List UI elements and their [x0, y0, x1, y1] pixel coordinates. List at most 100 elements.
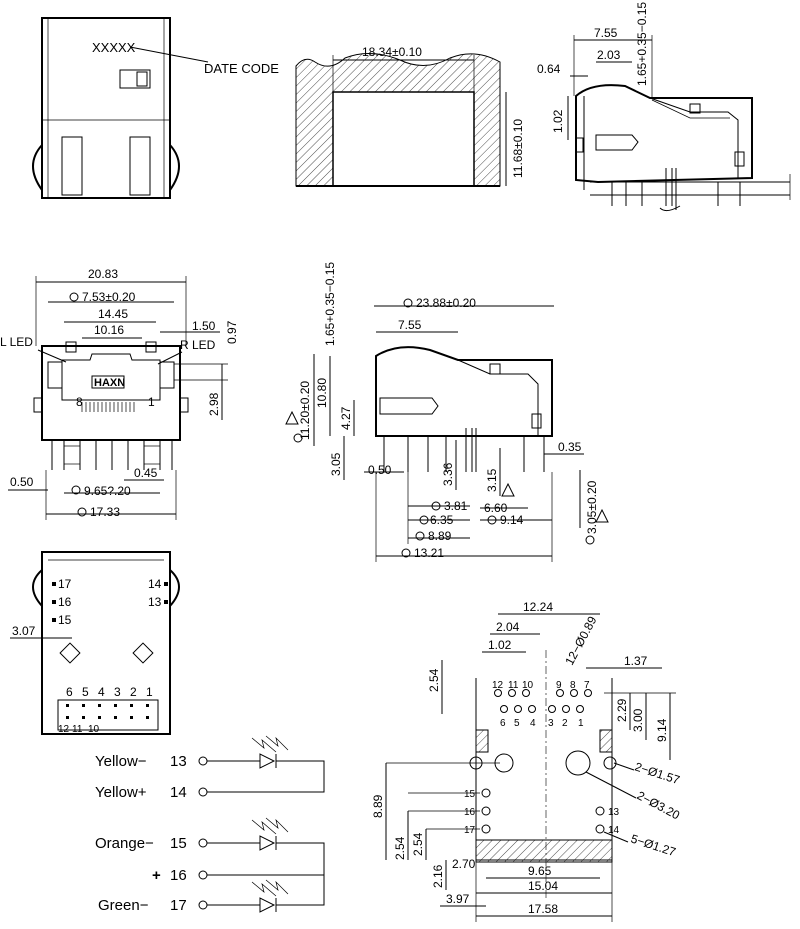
dim-6-60: 6.60: [484, 501, 508, 515]
dim-0-97: 0.97: [225, 320, 239, 344]
bv-pin-1: 1: [146, 685, 153, 699]
dim-8-89-side: 8.89: [428, 529, 452, 543]
dim-0-45: 0.45: [134, 466, 158, 480]
pcb-led-15: 15: [464, 789, 476, 800]
circuit-label-plus: +: [152, 867, 161, 884]
dim-7-53: 7.53±0.20: [82, 290, 136, 304]
pcb-pin-12: 12: [492, 680, 504, 691]
bv-led-13: 13: [148, 595, 162, 609]
pcb-dim-2-54a: 2.54: [393, 836, 407, 860]
bv-pin-10: 10: [88, 724, 100, 735]
pcb-dim-2-29: 2.29: [615, 698, 629, 722]
bv-dim-3-07: 3.07: [12, 624, 36, 638]
circuit-num-13: 13: [170, 753, 187, 770]
pcb-dim-3-97: 3.97: [446, 892, 470, 906]
pcb-dim-15-04: 15.04: [528, 879, 558, 893]
pcb-pin-1: 1: [578, 718, 584, 729]
pcb-dim-2-157: 2−Ø1.57: [633, 760, 682, 788]
pin-1-label: 1: [148, 395, 155, 409]
bv-led-16: 16: [58, 595, 72, 609]
dim-2-98: 2.98: [207, 392, 221, 416]
dim-20-83: 20.83: [88, 267, 118, 281]
pcb-pin-10: 10: [522, 680, 534, 691]
dim-9-65-front: 9.65?.20: [84, 484, 131, 498]
pcb-led-13: 13: [608, 807, 620, 818]
dim-11-20: 11.20±0.20: [298, 381, 312, 440]
circuit-label-green-minus: Green−: [98, 897, 149, 914]
l-led-label: L LED: [0, 335, 33, 349]
pcb-pin-4: 4: [530, 718, 536, 729]
marking-text: XXXXX: [92, 40, 136, 55]
pin-8-label: 8: [76, 395, 83, 409]
bv-pin-6: 6: [66, 685, 73, 699]
bv-pin-3: 3: [114, 685, 121, 699]
dim-0-64: 0.64: [537, 62, 561, 76]
pcb-pin-2: 2: [562, 718, 568, 729]
front-view: XXXXX DATE CODE: [32, 17, 279, 199]
date-code-label: DATE CODE: [204, 61, 279, 76]
dim-1-50: 1.50: [192, 319, 216, 333]
bv-pin-12: 12: [58, 724, 70, 735]
bv-led-17: 17: [58, 577, 72, 591]
dim-14-45: 14.45: [98, 307, 128, 321]
pcb-dim-12-24: 12.24: [523, 600, 553, 614]
dim-1-02: 1.02: [551, 109, 565, 133]
dim-0-50-front: 0.50: [10, 475, 34, 489]
pcb-dim-8-89: 8.89: [371, 794, 385, 818]
pcb-dim-2-320: 2−Ø3.20: [635, 788, 683, 822]
bv-pin-4: 4: [98, 685, 105, 699]
dim-3-05-right: 3.05±0.20: [585, 480, 599, 534]
bv-pin-2: 2: [130, 685, 137, 699]
dim-1-65-top: 1.65+0.35−0.15: [635, 2, 649, 86]
cutout-width-dim: 18.34±0.10: [362, 45, 422, 59]
dim-3-15: 3.15: [485, 468, 499, 492]
pcb-pin-9: 9: [556, 680, 562, 691]
dim-10-16: 10.16: [94, 323, 124, 337]
dim-2-03: 2.03: [597, 48, 621, 62]
circuit-label-yellow-minus: Yellow−: [95, 753, 147, 770]
pcb-dim-17-58: 17.58: [528, 902, 558, 916]
dim-23-88: 23.88±0.20: [416, 296, 476, 310]
circuit-label-orange-minus: Orange−: [95, 835, 154, 852]
dim-13-21: 13.21: [414, 546, 444, 560]
pcb-dim-2-54-top: 2.54: [427, 668, 441, 692]
pcb-dim-9-14: 9.14: [655, 718, 669, 742]
pcb-led-14: 14: [608, 825, 620, 836]
pcb-dim-2-16: 2.16: [431, 864, 445, 888]
circuit-num-14: 14: [170, 784, 187, 801]
panel-cutout-view: 18.34±0.10 11.68±0.10: [295, 45, 525, 187]
dim-17-33: 17.33: [90, 505, 120, 519]
pcb-pin-8: 8: [570, 680, 576, 691]
front-dim-view: HAXN 8 1 20.83 7.53±0.20 14.45 10.16 1.5…: [0, 267, 239, 520]
side-view-top: 7.55 2.03 0.64 1.65+0.35−0.15 1.02: [537, 2, 791, 212]
led-circuit: Yellow− 13 Yellow+ 14 Orange− 15 + 16 Gr…: [95, 735, 325, 914]
pcb-dim-2-70: 2.70: [452, 857, 476, 871]
bv-pin-5: 5: [82, 685, 89, 699]
dim-6-35: 6.35: [430, 513, 454, 527]
bottom-view: 17 16 15 14 13 3.07 6 5 4 3 2 1 12 11 10: [10, 551, 180, 735]
pcb-dim-5-127: 5−Ø1.27: [629, 832, 678, 860]
circuit-num-17: 17: [170, 897, 187, 914]
side-dim-view: 23.88±0.20 1.65+0.35−0.15 7.55 11.20±0.2…: [285, 262, 609, 562]
bv-led-14: 14: [148, 577, 162, 591]
dim-0-50-side: 0.50: [368, 463, 392, 477]
circuit-num-15: 15: [170, 835, 187, 852]
circuit-label-yellow-plus: Yellow+: [95, 784, 147, 801]
diode-yellow: [259, 753, 277, 769]
pcb-led-16: 16: [464, 807, 476, 818]
pcb-pin-5: 5: [514, 718, 520, 729]
pcb-dim-2-54b: 2.54: [411, 832, 425, 856]
dim-7-55-top: 7.55: [594, 26, 618, 40]
dim-0-35: 0.35: [558, 440, 582, 454]
pcb-pin-3: 3: [548, 718, 554, 729]
pcb-layout: 12 11 10 9 8 7 6 5 4 3 2 1 15 16 17 13 1…: [371, 600, 682, 922]
pcb-pin-11: 11: [508, 680, 519, 691]
dim-10-80: 10.80: [315, 378, 329, 408]
pcb-led-17: 17: [464, 825, 476, 836]
dim-3-36: 3.36: [441, 462, 455, 486]
dim-3-81: 3.81: [444, 499, 468, 513]
pcb-pin-6: 6: [500, 718, 506, 729]
pcb-dim-2-04: 2.04: [496, 620, 520, 634]
pcb-dim-1-02: 1.02: [488, 638, 512, 652]
